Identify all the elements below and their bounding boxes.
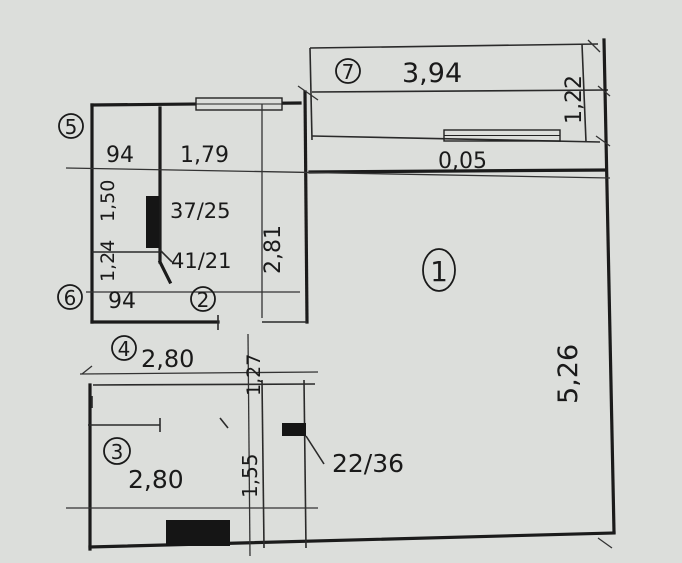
room-7-marker: 7 [335, 58, 361, 84]
top-window [195, 97, 283, 111]
dim-corridor-width: 1,27 [243, 354, 265, 396]
leader-shaft-c [305, 435, 325, 465]
svg-text:1: 1 [430, 255, 448, 288]
label-shaft-b: 41/21 [171, 249, 232, 273]
dim-room1-length: 5,26 [553, 344, 584, 404]
svg-text:3: 3 [111, 440, 124, 464]
dim-corridor-length: 2,80 [141, 345, 194, 373]
svg-text:5: 5 [65, 115, 78, 139]
dim-room6-length: 1,24 [97, 240, 119, 282]
svg-text:4: 4 [118, 337, 131, 361]
room-2-marker: 2 [190, 286, 216, 312]
dim-room5-length: 1,50 [97, 180, 119, 222]
dim-wall-gap: 0,05 [438, 149, 487, 174]
label-shaft-a: 37/25 [170, 199, 231, 223]
radiator-block [166, 520, 230, 546]
dim-room5-width: 94 [106, 143, 134, 168]
kitchen-shaft [282, 423, 306, 436]
leader-shaft-b [159, 249, 173, 263]
svg-text:6: 6 [64, 286, 77, 310]
dim-room3-width: 2,80 [128, 465, 184, 494]
dim-room2-length: 2,81 [261, 225, 286, 274]
room-3-marker: 3 [103, 437, 131, 465]
dim-room3-length: 1,55 [238, 453, 262, 498]
room-5-marker: 5 [58, 113, 84, 139]
room-1-marker: 1 [422, 248, 456, 292]
svg-text:7: 7 [342, 60, 355, 84]
room-6-marker: 6 [57, 284, 83, 310]
balcony-outline [309, 43, 609, 143]
balcony-window [443, 129, 561, 142]
room-4-marker: 4 [111, 335, 137, 361]
dim-balcony-length: 3,94 [402, 58, 462, 89]
label-shaft-c: 22/36 [332, 449, 404, 478]
ventilation-shaft [146, 196, 159, 248]
dim-room2-width: 1,79 [180, 143, 229, 168]
svg-text:2: 2 [197, 288, 210, 312]
interior-walls [88, 106, 316, 549]
dim-balcony-width: 1,22 [562, 75, 587, 124]
dim-room6-width: 94 [108, 289, 136, 314]
